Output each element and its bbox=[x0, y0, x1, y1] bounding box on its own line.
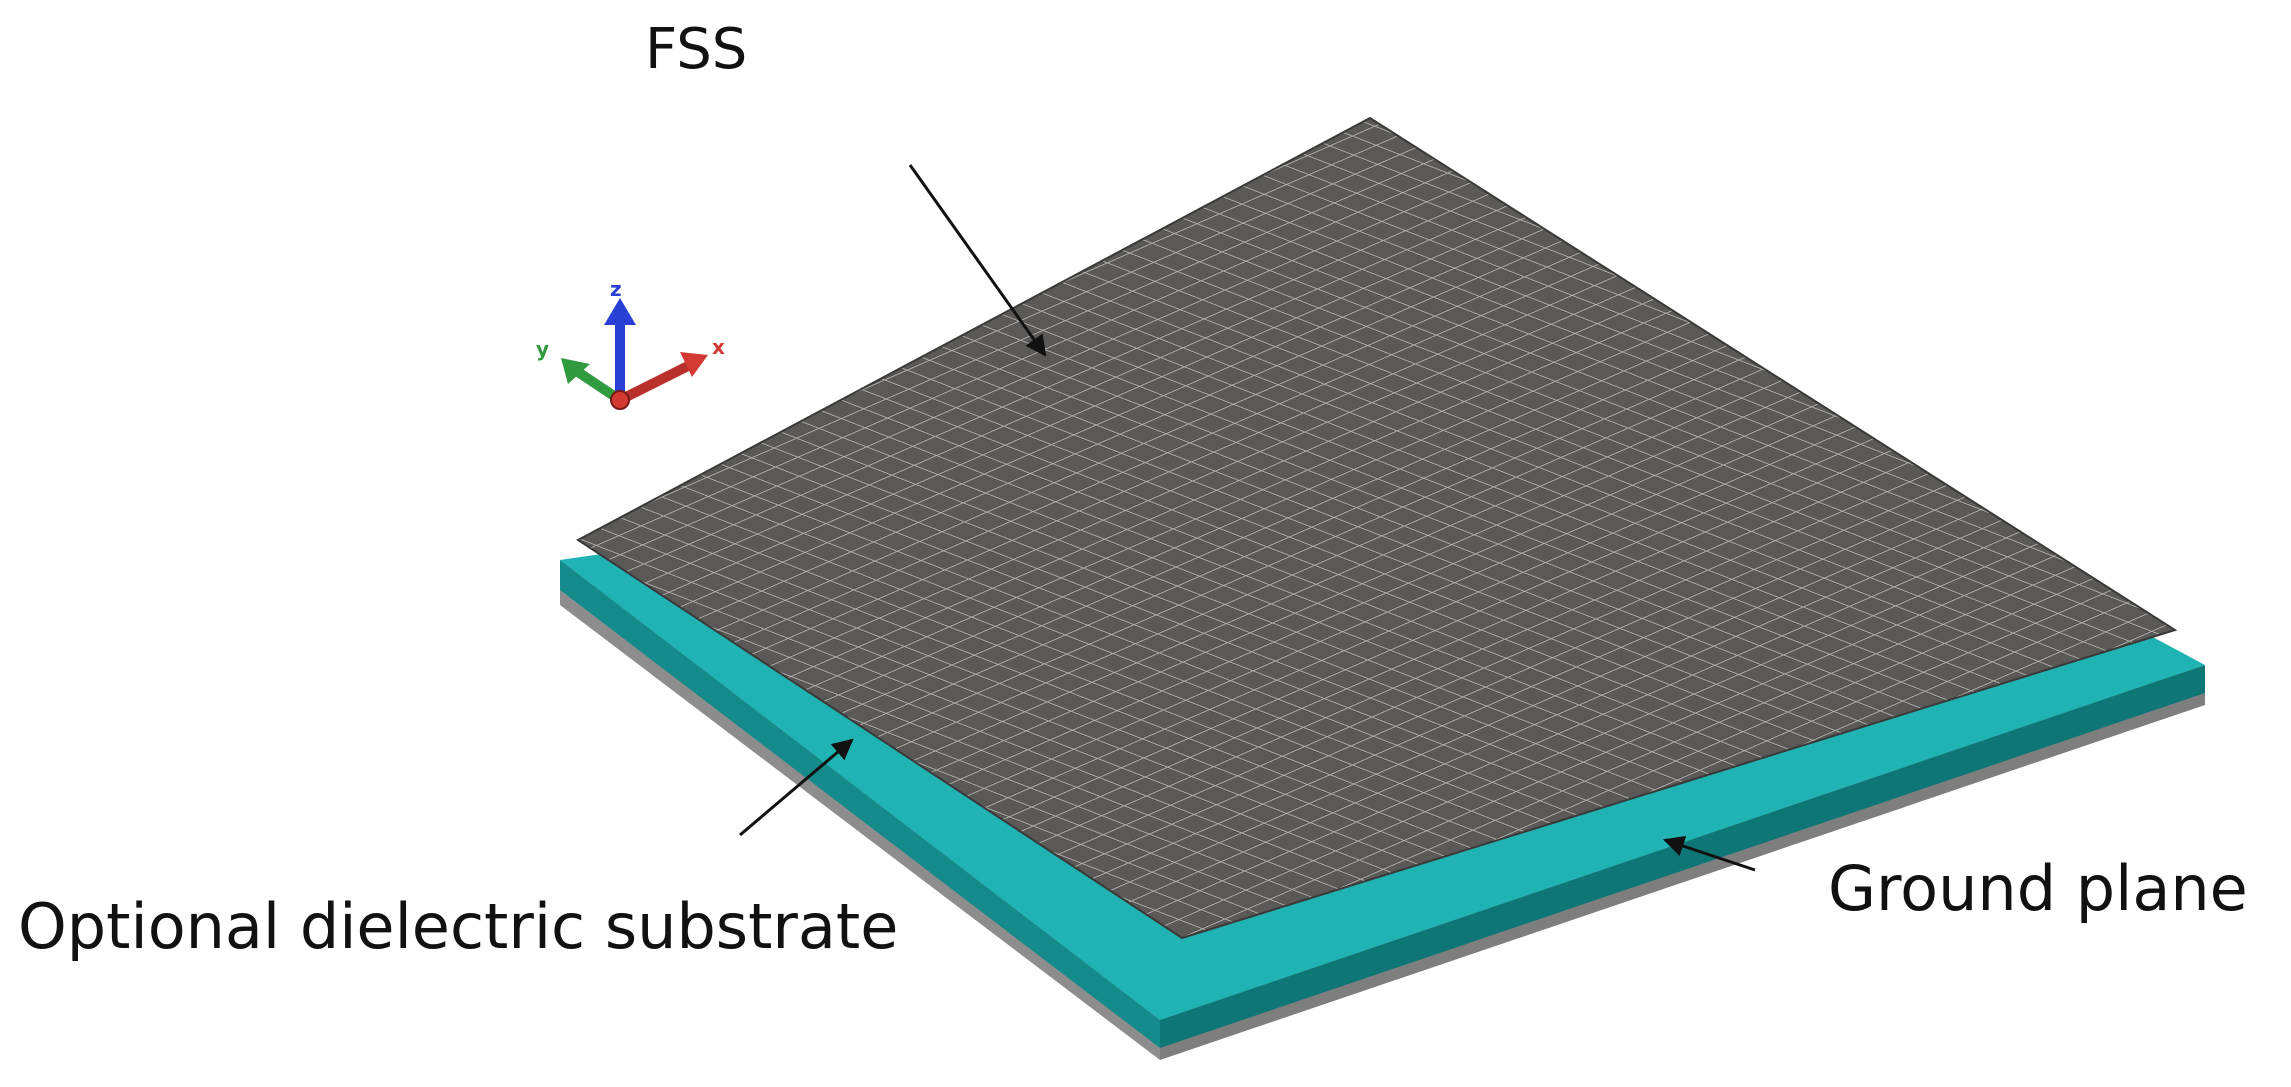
fss-grid-surface bbox=[578, 118, 2175, 938]
axis-triad: z x y bbox=[536, 277, 725, 410]
axis-y-label: y bbox=[536, 337, 549, 361]
ground-plane-front-side bbox=[560, 590, 1160, 1060]
axis-x-arrowhead bbox=[680, 352, 708, 377]
axis-x-label: x bbox=[712, 335, 725, 359]
fss-leader-line bbox=[908, 164, 1047, 357]
ground-plane-label: Ground plane bbox=[1828, 852, 2248, 925]
axis-z-label: z bbox=[610, 277, 622, 301]
axis-z-arrowhead bbox=[604, 298, 636, 325]
ground-plane-right-side bbox=[1160, 690, 2205, 1060]
axis-origin bbox=[610, 390, 630, 410]
fss-sheet bbox=[576, 116, 2178, 940]
axis-x-line bbox=[617, 360, 693, 405]
fss-sheet-edge bbox=[576, 116, 2178, 940]
fss-label: FSS bbox=[645, 17, 747, 82]
substrate-front-face bbox=[560, 560, 1160, 1048]
substrate-right-face bbox=[1160, 665, 2205, 1048]
substrate-leader-line bbox=[739, 738, 854, 837]
ground-plane-leader-line bbox=[1663, 836, 1756, 872]
substrate-label: Optional dielectric substrate bbox=[18, 890, 898, 963]
axis-y-arrowhead bbox=[561, 358, 590, 384]
